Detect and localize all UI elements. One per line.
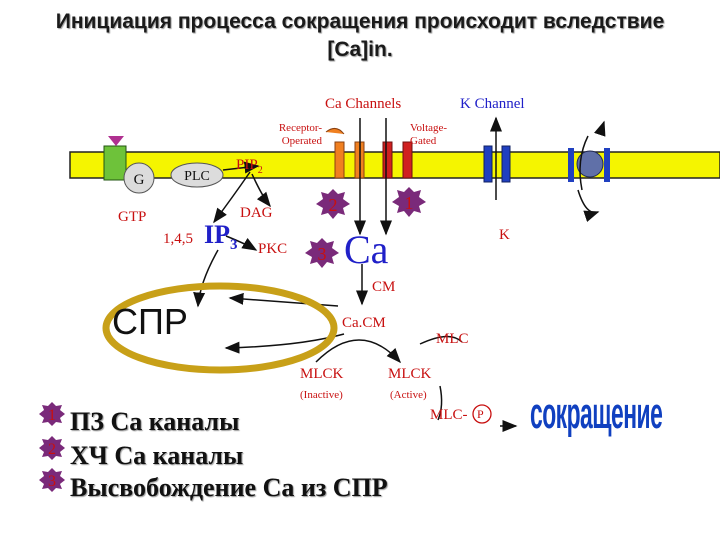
calmodulin-label: CM	[372, 279, 396, 295]
phosphate-icon	[472, 404, 492, 424]
contraction-label: сокращение	[530, 389, 663, 438]
voltage-gated-channel-icon	[382, 141, 413, 179]
legend-badge-3-label: 3	[48, 473, 56, 490]
legend-badge-2-icon	[39, 436, 65, 460]
pump-icon	[568, 148, 610, 182]
legend-badge-2-label: 2	[48, 441, 56, 458]
k-ion-label: K	[499, 227, 510, 243]
ip-prefix-label: 1,4,5	[163, 231, 193, 247]
badge-3-icon	[305, 238, 339, 268]
legend-text-3: Высвобождение Са из СПР	[70, 473, 388, 502]
ca-channels-label: Ca Channels	[325, 96, 402, 112]
title-line-2: [Ca]in.	[327, 38, 393, 61]
mlck-active-label: MLCK	[388, 366, 432, 382]
inactive-label: (Inactive)	[300, 389, 343, 401]
sr-label: СПР	[112, 301, 188, 342]
pathway-arrows	[193, 116, 606, 432]
sarcoplasmic-reticulum	[102, 282, 338, 374]
active-label: (Active)	[390, 389, 427, 401]
legend-text-2: ХЧ Са каналы	[70, 441, 244, 470]
badge-1-label: 1	[405, 193, 414, 213]
badge-3-label: 3	[318, 244, 327, 264]
mlc-label: MLC	[436, 331, 469, 347]
gtp-label: GTP	[118, 209, 147, 225]
badge-1-icon	[392, 187, 426, 217]
phosphate-label: P	[477, 407, 484, 421]
plc-enzyme-icon: PLC	[170, 162, 224, 188]
legend-text-1: ПЗ Са каналы	[70, 407, 240, 436]
cell-membrane	[69, 151, 720, 179]
svg-text:G: G	[134, 172, 145, 188]
ca-ion-label: Ca	[344, 227, 389, 272]
legend-item-3: Высвобождение Са из СПР	[42, 472, 388, 504]
k-channel-icon	[483, 145, 511, 183]
mlck-inactive-label: MLCK	[300, 366, 344, 382]
k-channel-label: K Channel	[460, 96, 525, 112]
dag-label: DAG	[240, 205, 273, 221]
title-line-1: Инициация процесса сокращения происходит…	[55, 10, 665, 33]
svg-text:PLC: PLC	[184, 169, 210, 184]
legend-item-2: ХЧ Са каналы	[42, 440, 243, 472]
g-protein-icon: G	[123, 162, 155, 194]
legend-badge-1-label: 1	[48, 407, 56, 424]
voltage-gated-label: Voltage-Gated	[410, 122, 448, 147]
ip3-label: IP3	[204, 220, 238, 254]
ca-calmodulin-label: Ca.CM	[342, 315, 386, 331]
badge-2-icon	[316, 189, 350, 219]
legend-item-1: ПЗ Са каналы	[42, 406, 239, 438]
receptor-icon	[103, 136, 127, 181]
legend-badge-1-icon	[39, 402, 65, 426]
legend-badge-3-icon	[39, 468, 65, 492]
mlc-p-label: MLC-	[430, 407, 468, 423]
receptor-operated-label: Receptor-Operated	[278, 122, 322, 147]
pkc-label: PKC	[258, 241, 288, 257]
pip2-label: PIP2	[236, 157, 263, 176]
badge-2-label: 2	[329, 195, 338, 215]
slide-title: Инициация процесса сокращения происходит…	[0, 8, 720, 64]
